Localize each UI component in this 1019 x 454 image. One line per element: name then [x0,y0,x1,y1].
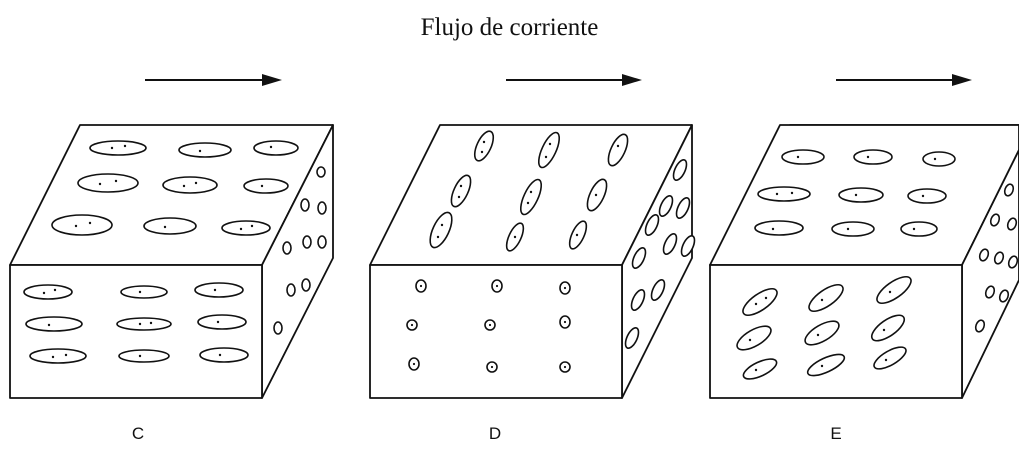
block-d-top-grains [429,130,629,252]
flow-arrow-d [506,74,642,86]
block-e-side-grains [974,183,1019,333]
flow-arrow-c [145,74,282,86]
block-e [709,124,1019,399]
block-c-side-grains [273,166,327,335]
block-d-side-grains [624,159,696,349]
block-c-top-grains [51,140,299,236]
block-label-e: E [830,424,842,443]
block-label-c: C [131,424,145,443]
block-e-top-grains [754,149,956,237]
block-c [9,124,334,399]
flow-arrow-e [836,74,972,86]
block-label-d: D [488,424,502,443]
block-d-front-grains [406,279,571,373]
flow-title: Flujo de corriente [420,14,599,41]
block-e-front-grains [736,275,912,380]
block-c-front-grains [23,282,249,364]
block-d [369,124,696,399]
